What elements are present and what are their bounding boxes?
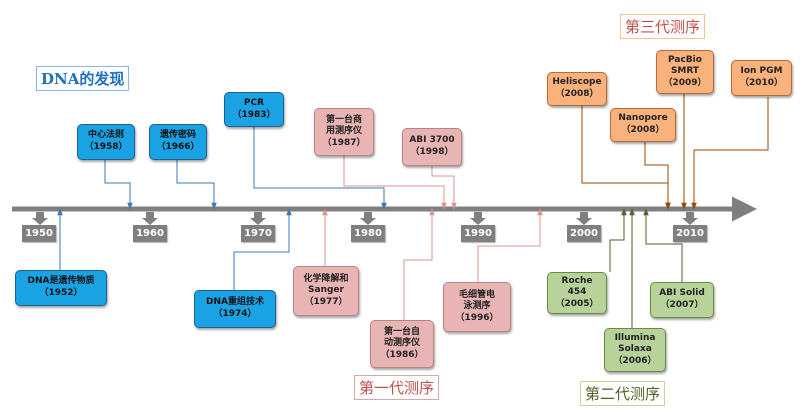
event-genetic-code[interactable]: 遗传密码 （1966） <box>149 124 207 160</box>
decade-ticks <box>32 212 698 225</box>
decade-label-1990: 1990 <box>461 225 495 242</box>
event-dna-genetic-material[interactable]: DNA是遗传物质 （1952） <box>15 270 107 306</box>
link-central-dogma <box>104 160 133 210</box>
link-genetic-code <box>176 160 217 210</box>
title-dna-discovery: DNA的发现 <box>36 66 130 91</box>
decade-label-2000: 2000 <box>567 225 601 242</box>
event-chemical-degradation-sanger[interactable]: 化学降解和 Sanger （1977） <box>293 266 359 316</box>
event-central-dogma[interactable]: 中心法则 （1958） <box>77 124 135 160</box>
tick-1960 <box>142 212 158 225</box>
title-second-generation: 第二代测序 <box>580 381 666 406</box>
event-illumina-solaxa[interactable]: Illumina Solaxa （2006） <box>604 328 666 372</box>
link-abi-solid <box>643 208 683 282</box>
event-ion-pgm[interactable]: Ion PGM （2010） <box>731 60 792 96</box>
event-recombinant-dna[interactable]: DNA重组技术 （1974） <box>194 290 276 328</box>
event-pcr[interactable]: PCR （1983） <box>224 92 284 127</box>
event-abi-solid[interactable]: ABI Solid （2007） <box>650 282 714 318</box>
event-abi-3700[interactable]: ABI 3700 （1998） <box>402 128 462 166</box>
tick-1950 <box>32 212 48 225</box>
tick-1970 <box>250 212 266 225</box>
decade-label-1960: 1960 <box>133 225 167 242</box>
event-pacbio-smrt[interactable]: PacBio SMRT （2009） <box>656 50 714 94</box>
event-roche-454[interactable]: Roche 454 （2005） <box>547 272 607 314</box>
decade-label-1970: 1970 <box>241 225 275 242</box>
decade-label-1980: 1980 <box>351 225 385 242</box>
link-first-auto <box>403 208 435 320</box>
link-abi3700 <box>431 166 457 210</box>
event-first-commercial-sequencer[interactable]: 第一台商 用测序仪 （1987） <box>314 108 374 156</box>
link-ionpgm <box>691 97 769 210</box>
tick-2010 <box>682 212 698 225</box>
link-capillary <box>477 208 543 282</box>
decade-label-2010: 2010 <box>673 225 707 242</box>
event-first-automatic-sequencer[interactable]: 第一台自 动测序仪 （1986） <box>370 320 434 368</box>
title-first-generation: 第一代测序 <box>354 375 440 400</box>
link-recombinant <box>233 208 292 290</box>
tick-1980 <box>360 212 376 225</box>
link-roche <box>609 208 627 272</box>
title-third-generation: 第三代测序 <box>620 14 706 39</box>
event-capillary-electrophoresis[interactable]: 毛细管电 泳测序 （1996） <box>443 282 511 332</box>
tick-1990 <box>470 212 486 225</box>
event-heliscope[interactable]: Heliscope （2008） <box>547 72 607 106</box>
link-nanopore <box>644 142 671 210</box>
event-nanopore[interactable]: Nanopore （2008） <box>610 108 676 142</box>
tick-2000 <box>576 212 592 225</box>
decade-label-1950: 1950 <box>22 225 56 242</box>
